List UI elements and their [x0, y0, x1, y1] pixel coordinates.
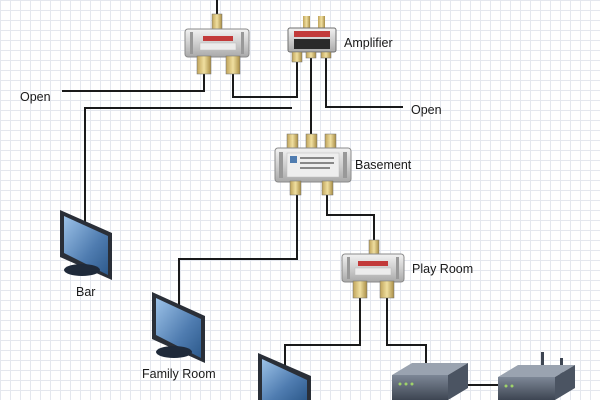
cable-basement-to-bar: [84, 107, 292, 235]
router-device: [498, 352, 575, 400]
cable-open-right: [325, 56, 403, 108]
cable-basement-to-family: [178, 180, 298, 312]
modem-device: [392, 363, 468, 400]
label-open-left: Open: [20, 90, 51, 104]
tv-family-room: [152, 292, 205, 363]
label-amplifier: Amplifier: [344, 36, 393, 50]
tv-play-room: [258, 353, 311, 400]
play-room-splitter: [341, 239, 405, 299]
label-family-room: Family Room: [142, 367, 216, 381]
cables: [62, 0, 506, 386]
amplifier-device: [287, 16, 337, 63]
cable-basement-to-playroom: [326, 180, 375, 245]
cable-open-left: [62, 74, 205, 92]
label-basement: Basement: [355, 158, 412, 172]
cable-playroom-to-tv: [284, 298, 361, 372]
cable-splitter-to-amplifier: [232, 60, 298, 98]
label-bar: Bar: [76, 285, 96, 299]
label-play-room: Play Room: [412, 262, 474, 276]
incoming-splitter: [184, 13, 250, 75]
tv-bar: [60, 210, 112, 280]
cable-playroom-to-modem: [386, 298, 427, 378]
basement-splitter: [274, 133, 352, 196]
label-open-right: Open: [411, 103, 442, 117]
